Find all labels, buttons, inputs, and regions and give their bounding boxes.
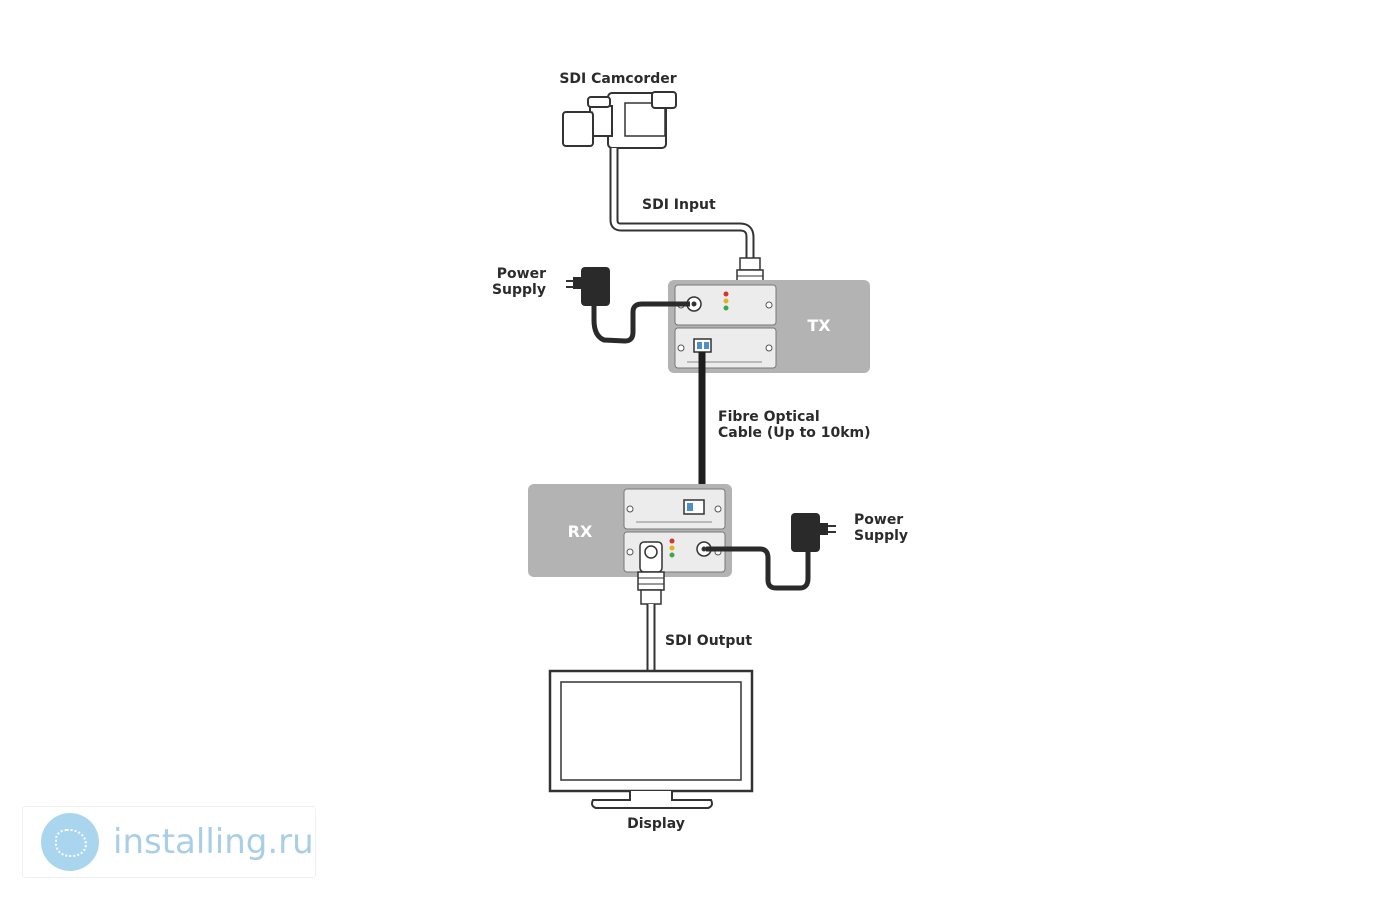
tx-power-label-line2: Supply bbox=[492, 282, 546, 298]
tx-power-cable bbox=[591, 301, 690, 344]
camcorder-icon bbox=[562, 91, 677, 149]
display-label: Display bbox=[627, 816, 685, 832]
power-adapter-icon bbox=[566, 267, 610, 306]
bnc-output-connector-icon bbox=[637, 541, 665, 605]
camcorder-label: SDI Camcorder bbox=[559, 71, 676, 87]
rx-label: RX bbox=[568, 522, 593, 541]
installing-logo-icon bbox=[41, 813, 99, 871]
tx-power-label-line1: Power bbox=[497, 266, 546, 282]
power-adapter-icon bbox=[791, 513, 836, 552]
fibre-label-line1: Fibre Optical bbox=[718, 409, 820, 425]
watermark-text: installing.ru bbox=[113, 822, 314, 862]
sdi-input-label: SDI Input bbox=[642, 197, 716, 213]
watermark: installing.ru bbox=[22, 806, 316, 878]
rx-unit bbox=[528, 484, 732, 577]
rx-power-cable bbox=[706, 546, 811, 591]
rx-power-label-line1: Power bbox=[854, 512, 903, 528]
tx-label: TX bbox=[807, 316, 831, 335]
rx-power-label-line2: Supply bbox=[854, 528, 908, 544]
fibre-label-line2: Cable (Up to 10km) bbox=[718, 425, 871, 441]
sdi-output-label: SDI Output bbox=[665, 633, 752, 649]
tx-unit bbox=[668, 280, 870, 373]
display-icon bbox=[548, 669, 754, 809]
